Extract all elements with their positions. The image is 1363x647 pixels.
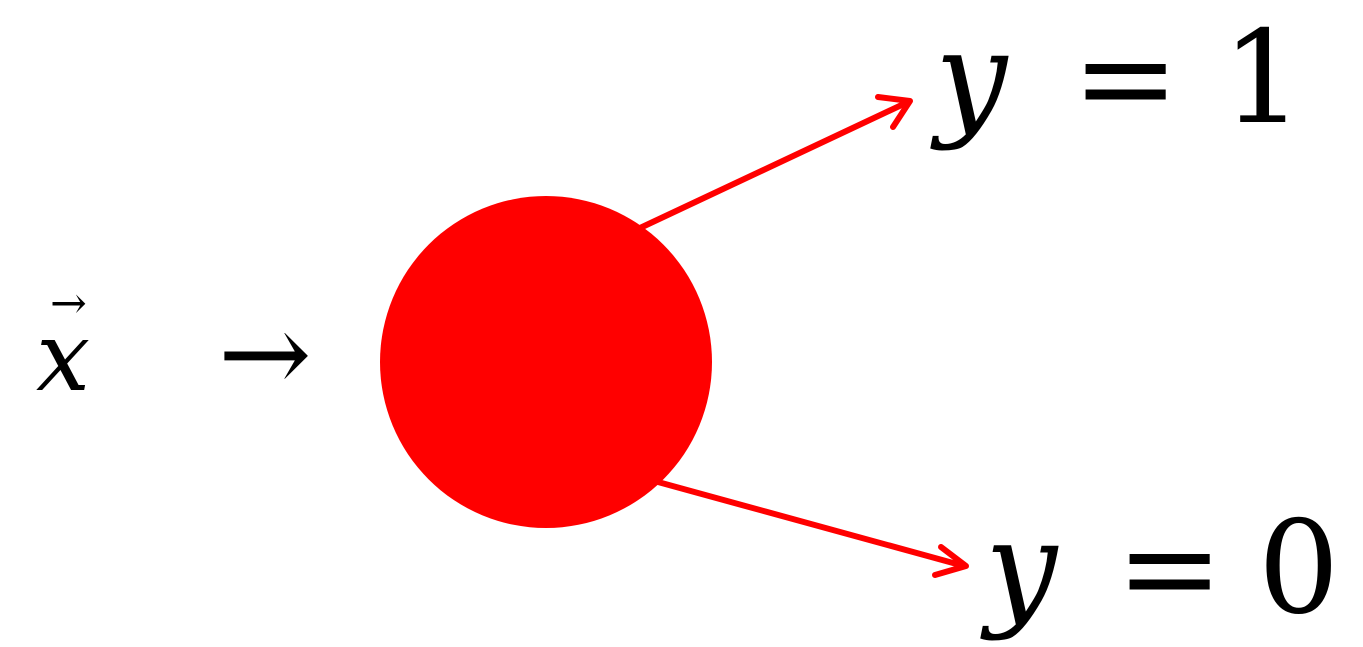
output-0-variable: y [980, 494, 1059, 643]
input-vector-mark: → [50, 278, 87, 329]
edge-to-output-1-arrowhead [875, 94, 913, 130]
edge-to-output-1 [637, 94, 913, 231]
output-0-equals: = [1116, 494, 1223, 643]
input-arrow: → [218, 289, 312, 419]
output-0-value: 0 [1258, 494, 1339, 643]
classifier-node [380, 196, 712, 528]
output-label-1: y = 1 [930, 4, 1303, 153]
edge-to-output-0-arrowhead [932, 544, 969, 578]
input-vector-variable: x [36, 301, 90, 413]
edge-to-output-0 [655, 479, 969, 578]
output-1-value: 1 [1222, 4, 1303, 153]
output-1-equals: = [1072, 4, 1179, 153]
output-label-0: y = 0 [980, 494, 1339, 643]
output-1-variable: y [930, 4, 1009, 153]
input-vector-label: x → [36, 278, 90, 413]
